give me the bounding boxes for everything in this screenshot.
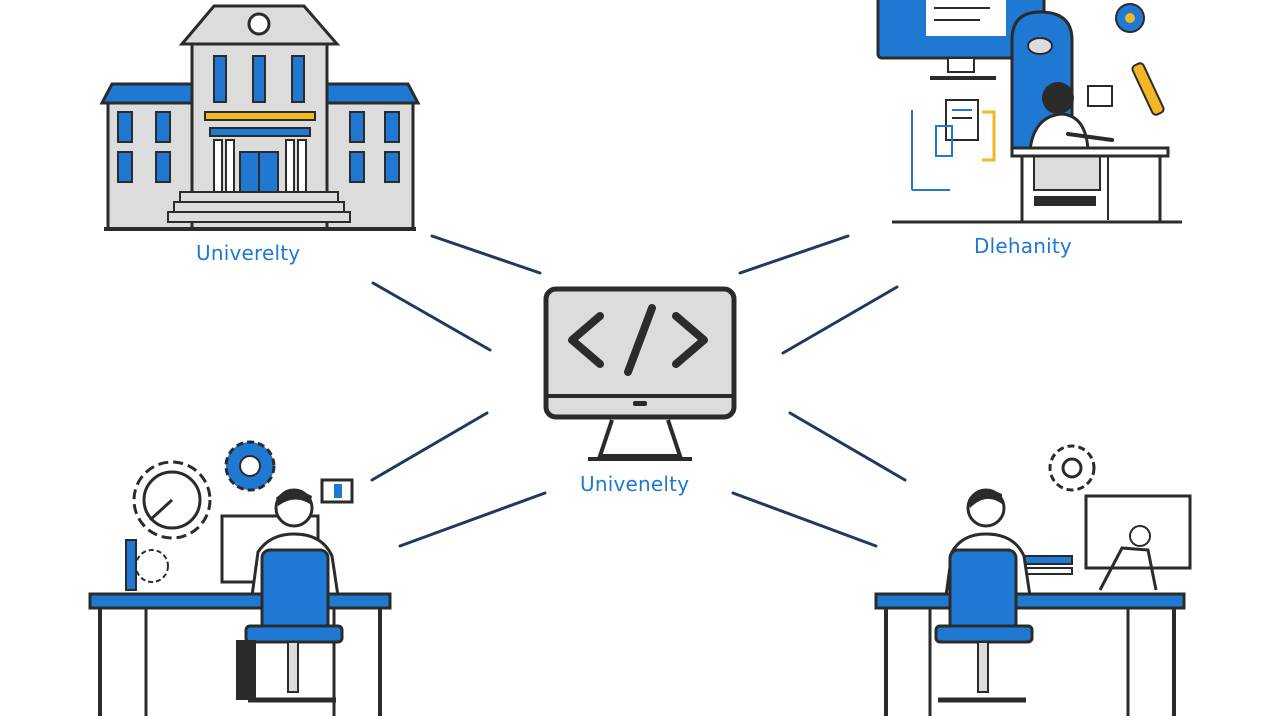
center-label: Univenelty: [580, 472, 690, 496]
connector-line: [398, 491, 547, 548]
gear-icon: [1048, 444, 1096, 492]
developer-desk-icon: [88, 440, 392, 716]
university-building-icon: [99, 4, 421, 231]
connector-line: [430, 234, 542, 275]
connector-line: [371, 281, 492, 352]
connector-line: [731, 491, 878, 548]
gear-icon: [132, 460, 212, 540]
code-monitor-icon: [543, 286, 737, 461]
person-at-desk-icon: [876, 0, 1182, 224]
connector-lines: [370, 234, 907, 548]
connector-line: [788, 411, 907, 482]
gear-icon: [224, 440, 276, 492]
developer-desk-icon: [874, 444, 1192, 716]
diversity-label: Dlehanity: [974, 234, 1072, 258]
connector-line: [781, 285, 899, 355]
connector-line: [370, 411, 489, 482]
connector-line: [738, 234, 850, 275]
university-label: Univerelty: [196, 241, 301, 265]
